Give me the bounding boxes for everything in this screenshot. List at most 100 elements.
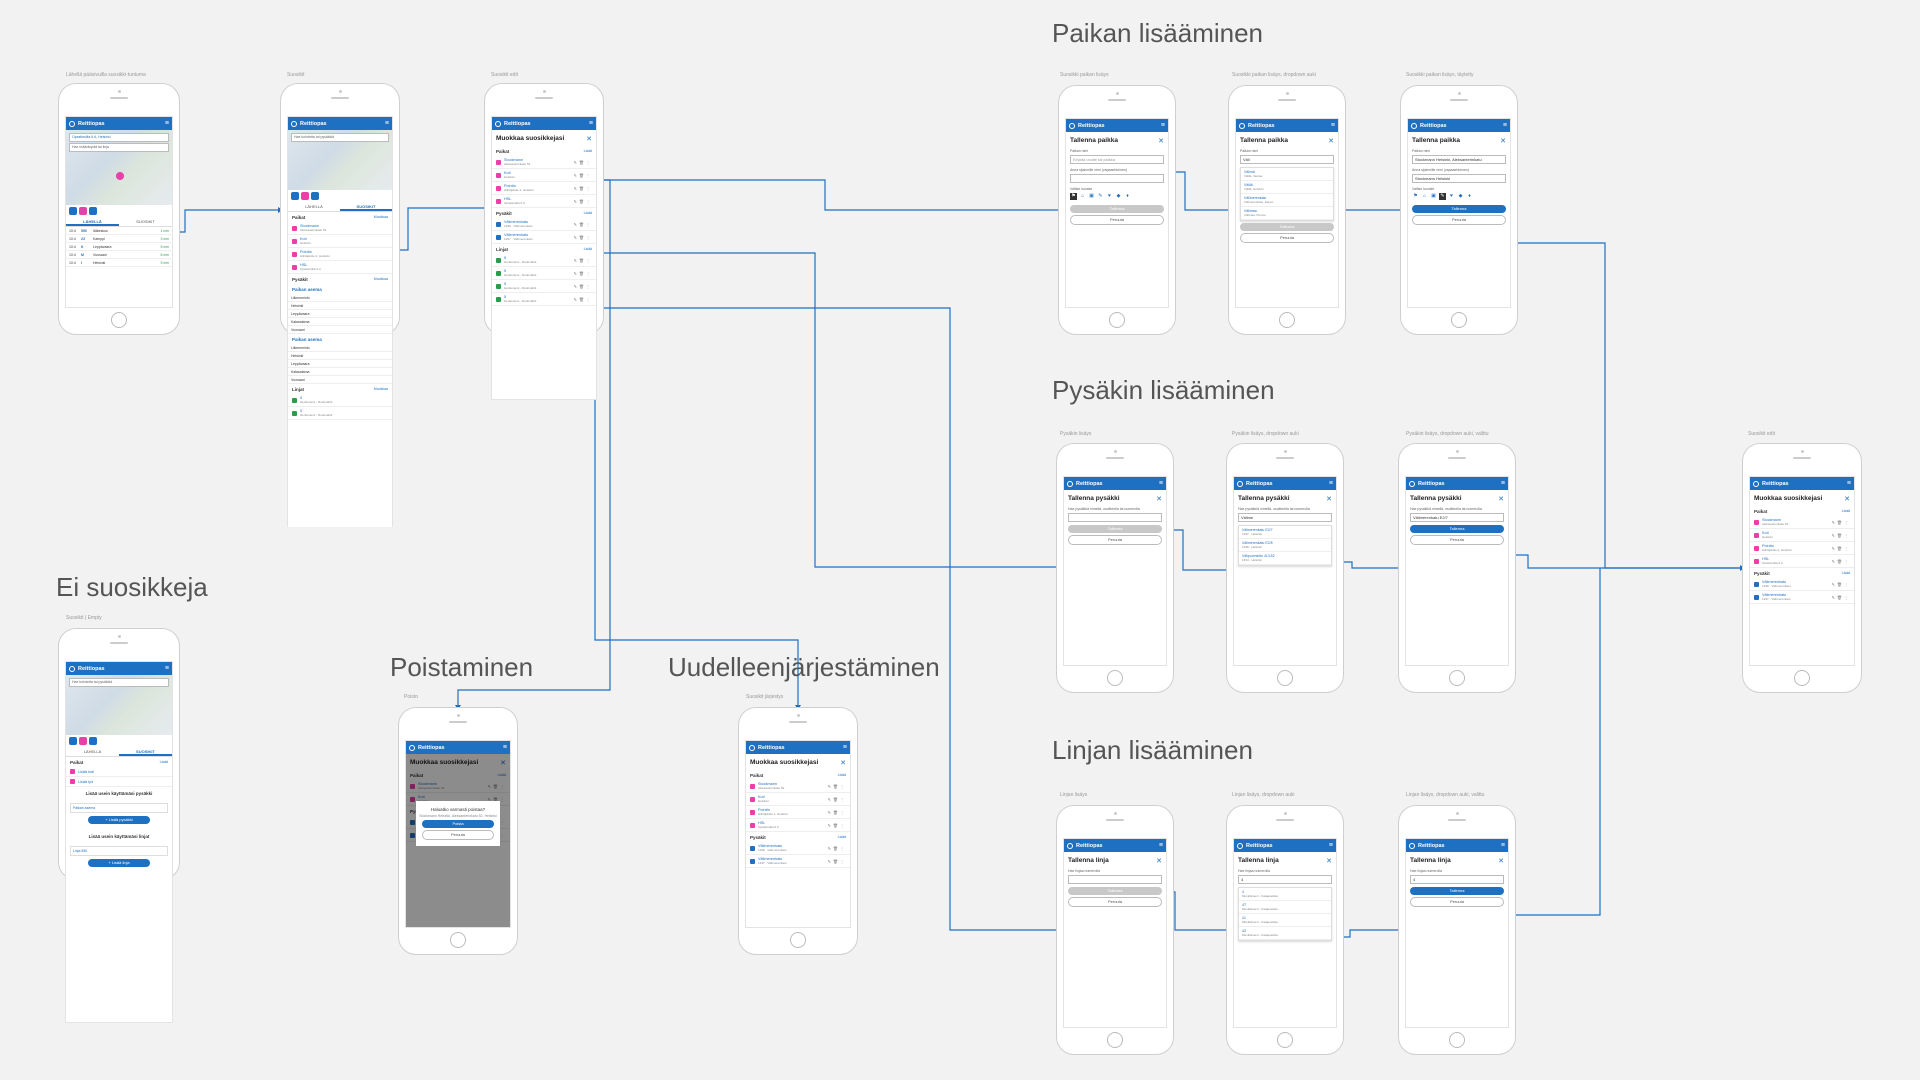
drag-handle-icon[interactable]: ⋮ — [586, 221, 592, 227]
edit-icon[interactable]: ✎ — [573, 221, 579, 227]
delete-icon[interactable]: 🗑 — [832, 822, 840, 828]
delete-icon[interactable]: 🗑 — [578, 185, 586, 191]
edit-icon[interactable]: ✎ — [573, 185, 579, 191]
add-place-button[interactable]: Lisää — [583, 149, 592, 153]
close-icon[interactable]: ✕ — [1500, 138, 1506, 145]
hamburger-icon[interactable]: ≡ — [1330, 122, 1335, 129]
tab-nearby[interactable]: LÄHELLÄ — [66, 217, 119, 226]
delete-icon[interactable]: 🗑 — [1836, 581, 1844, 587]
tab-favourites[interactable]: SUOSIKIT — [119, 747, 172, 756]
close-icon[interactable]: ✕ — [586, 136, 592, 143]
cancel-button[interactable]: Peruuta — [1410, 897, 1504, 907]
drag-handle-icon[interactable]: ⋮ — [840, 858, 846, 864]
delete-icon[interactable]: 🗑 — [578, 159, 586, 165]
drag-handle-icon[interactable]: ⋮ — [840, 796, 846, 802]
close-icon[interactable]: ✕ — [1498, 858, 1504, 865]
delete-icon[interactable]: 🗑 — [832, 809, 840, 815]
delete-icon[interactable]: 🗑 — [578, 234, 586, 240]
edit-icon[interactable]: ✎ — [573, 198, 579, 204]
origin-field[interactable]: Opastinsilta 6 A, Helsinki — [69, 133, 169, 142]
edit-icon[interactable]: ✎ — [573, 159, 579, 165]
hamburger-icon[interactable]: ≡ — [384, 120, 389, 127]
departure-row[interactable]: Liikenneinfo — [288, 294, 392, 302]
stop-search-input[interactable]: Välimerenkatu E2/7 — [1410, 513, 1504, 522]
edit-icon[interactable]: ✎ — [827, 783, 833, 789]
delete-icon[interactable]: 🗑 — [578, 221, 586, 227]
stop-search-input[interactable]: Välime — [1238, 513, 1332, 522]
train-icon[interactable] — [89, 737, 97, 745]
place-alias-input[interactable]: Stockmann Helsinki — [1412, 174, 1506, 183]
edit-icon[interactable]: ✎ — [573, 283, 579, 289]
drag-handle-icon[interactable]: ⋮ — [586, 185, 592, 191]
close-icon[interactable]: ✕ — [1328, 138, 1334, 145]
icon-option[interactable]: ♦ — [1126, 193, 1129, 199]
edit-icon[interactable]: ✎ — [573, 234, 579, 240]
delete-icon[interactable]: 🗑 — [1836, 558, 1844, 564]
cancel-button[interactable]: Peruuta — [1240, 233, 1334, 243]
hamburger-icon[interactable]: ≡ — [164, 665, 169, 672]
edit-icon[interactable]: ✎ — [1831, 545, 1837, 551]
drag-handle-icon[interactable]: ⋮ — [840, 822, 846, 828]
departure-row[interactable]: Kalasatama — [288, 368, 392, 376]
tab-nearby[interactable]: LÄHELLÄ — [83, 749, 102, 754]
drag-handle-icon[interactable]: ⋮ — [586, 159, 592, 165]
add-place-button[interactable]: Lisää — [159, 760, 168, 764]
edit-icon[interactable]: ✎ — [573, 296, 579, 302]
edit-icon[interactable]: ✎ — [827, 845, 833, 851]
place-alias-input[interactable] — [1070, 174, 1164, 183]
delete-icon[interactable]: 🗑 — [492, 783, 500, 789]
hamburger-icon[interactable]: ≡ — [1328, 842, 1333, 849]
edit-icon[interactable]: ✎ — [827, 809, 833, 815]
departure-row[interactable]: Liikenneinfo — [288, 344, 392, 352]
stop-search-input[interactable] — [1068, 513, 1162, 522]
close-icon[interactable]: ✕ — [840, 760, 846, 767]
delete-icon[interactable]: 🗑 — [1836, 519, 1844, 525]
save-button[interactable]: Tallenna — [1410, 887, 1504, 895]
edit-icon[interactable]: ✎ — [1831, 519, 1837, 525]
tab-favourites[interactable]: SUOSIKIT — [136, 219, 155, 224]
hamburger-icon[interactable]: ≡ — [1160, 122, 1165, 129]
departure-row[interactable]: Vuosaari — [288, 326, 392, 334]
departure-row[interactable]: Helsinki — [288, 302, 392, 310]
icon-option[interactable]: ⚑ — [1070, 193, 1077, 200]
drag-handle-icon[interactable]: ⋮ — [500, 796, 506, 802]
close-icon[interactable]: ✕ — [1156, 858, 1162, 865]
edit-icon[interactable]: ✎ — [487, 783, 493, 789]
drag-handle-icon[interactable]: ⋮ — [586, 257, 592, 263]
cancel-button[interactable]: Peruuta — [1068, 535, 1162, 545]
add-line-button[interactable]: Lisää — [583, 247, 592, 251]
drag-handle-icon[interactable]: ⋮ — [586, 198, 592, 204]
bus-icon[interactable] — [291, 192, 299, 200]
drag-handle-icon[interactable]: ⋮ — [840, 809, 846, 815]
delete-icon[interactable]: 🗑 — [578, 198, 586, 204]
departure-row[interactable]: Kalasatama — [288, 318, 392, 326]
edit-icon[interactable]: ✎ — [573, 257, 579, 263]
line-search-input[interactable] — [1068, 875, 1162, 884]
edit-link[interactable]: Muokkaa — [373, 387, 388, 391]
drag-handle-icon[interactable]: ⋮ — [500, 832, 506, 838]
close-icon[interactable]: ✕ — [1326, 858, 1332, 865]
edit-icon[interactable]: ✎ — [573, 270, 579, 276]
